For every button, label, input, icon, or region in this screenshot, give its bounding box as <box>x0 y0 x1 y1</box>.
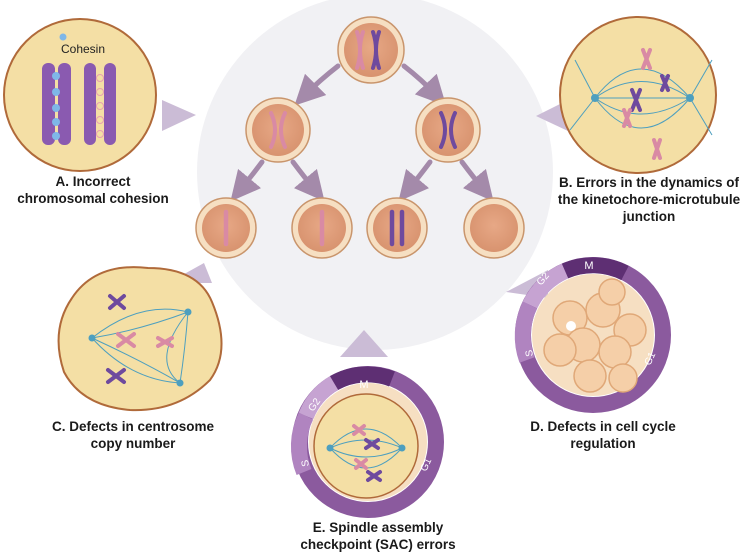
arrow-root-left <box>294 63 341 106</box>
caption-b-line-1: B. Errors in the dynamics of <box>558 175 740 190</box>
centrosome <box>184 308 192 316</box>
caption-a: A. Incorrect chromosomal cohesion <box>8 173 178 207</box>
panel-e-sac: M G2 S G1 <box>290 366 444 518</box>
pointer-triangle-e <box>340 330 388 357</box>
tree-cell-bottom-1 <box>195 197 257 259</box>
phase-label-m: M <box>359 379 368 391</box>
cycle-ring-m <box>330 366 395 391</box>
cell-cluster <box>543 278 647 393</box>
spindle-fibers <box>91 308 189 384</box>
caption-e-line-2: checkpoint (SAC) errors <box>300 537 456 552</box>
chromosome-purple <box>371 30 381 70</box>
arrow-left-left <box>230 159 265 202</box>
caption-c: C. Defects in centrosome copy number <box>18 418 248 452</box>
arrow-left-right <box>290 159 325 202</box>
caption-e-line-1: E. Spindle assembly <box>312 520 444 535</box>
caption-c-line-2: copy number <box>90 436 176 451</box>
centrosome <box>398 444 406 452</box>
chromosome-pink <box>355 30 365 70</box>
chromosome-pink <box>352 424 366 436</box>
panel-c-centrosome <box>57 266 223 412</box>
phase-label-g1: G1 <box>419 456 435 473</box>
caption-a-line-2: chromosomal cohesion <box>17 191 169 206</box>
arrow-right-right <box>459 159 494 202</box>
cohesin-dots <box>52 72 60 140</box>
phase-label-m: M <box>584 260 593 272</box>
caption-c-line-1: C. Defects in centrosome <box>51 419 215 434</box>
cohesin-label: Cohesin <box>61 42 105 56</box>
chromosome-pair-left <box>42 63 71 145</box>
cycle-ring-s <box>514 301 538 363</box>
tree-cell-bottom-3 <box>366 197 428 259</box>
chromosome-purple <box>106 368 126 384</box>
tree-cell-mid-left <box>245 97 311 163</box>
arrow-root-right <box>401 63 447 106</box>
caption-b-line-3: junction <box>622 209 676 224</box>
tree-cell-mid-right <box>415 97 481 163</box>
chromosome-pink <box>116 332 136 348</box>
chromosome-purple <box>439 111 457 149</box>
chromosome-pink <box>641 48 652 70</box>
phase-label-g1: G1 <box>643 350 659 367</box>
panel-a-cohesion: Cohesin <box>3 18 157 172</box>
nucleus-marker <box>566 321 576 331</box>
panel-d-cell-cycle: M G2 S G1 <box>514 257 671 413</box>
arrow-right-left <box>398 159 433 202</box>
phase-label-s: S <box>524 349 536 358</box>
tree-cell-root <box>337 16 405 84</box>
centrosome <box>88 334 96 342</box>
pointer-triangle-a <box>162 100 196 131</box>
centrosome <box>326 444 334 452</box>
caption-a-line-1: A. Incorrect <box>55 174 131 189</box>
centrosome-right <box>686 94 694 102</box>
chromosome-pink <box>622 108 632 128</box>
chromosome-purple <box>630 88 642 112</box>
broken-cohesin-rings <box>96 74 104 138</box>
cycle-ring-s <box>290 412 314 476</box>
caption-b-line-2: the kinetochore-microtubule <box>557 192 741 207</box>
caption-b: B. Errors in the dynamics of the kinetoc… <box>548 174 750 225</box>
cycle-ring-m <box>561 257 629 281</box>
chromosome-purple <box>108 294 126 310</box>
cycle-ring-g2 <box>522 263 569 309</box>
pointer-triangle-b <box>536 100 568 131</box>
chromosome-pink <box>354 458 368 470</box>
panel-b-kinetochore <box>559 16 717 174</box>
chromosome-purple <box>366 470 382 482</box>
tree-cell-bottom-2 <box>291 197 353 259</box>
spindle-fibers <box>569 59 713 136</box>
phase-label-s: S <box>300 459 312 468</box>
centrosome <box>176 379 184 387</box>
centrosome-left <box>591 94 599 102</box>
chromosome-purple <box>389 209 405 247</box>
cohesin-dot-legend <box>59 33 67 41</box>
cycle-ring-g2 <box>298 376 339 420</box>
caption-d: D. Defects in cell cycle regulation <box>498 418 708 452</box>
caption-d-line-1: D. Defects in cell cycle <box>530 419 676 434</box>
cell-tree <box>195 16 525 259</box>
division-arrows <box>230 63 494 202</box>
chromosome-pink <box>269 111 287 149</box>
caption-e: E. Spindle assembly checkpoint (SAC) err… <box>268 519 488 553</box>
chromosome-purple <box>364 438 380 450</box>
central-background-disc <box>197 0 553 350</box>
chromosome-pair-right <box>84 63 116 145</box>
chromosome-pink <box>156 336 174 348</box>
tree-cell-bottom-4 <box>463 197 525 259</box>
chromosome-purple <box>660 74 670 92</box>
chromosome-pink <box>652 138 662 160</box>
caption-d-line-2: regulation <box>570 436 636 451</box>
